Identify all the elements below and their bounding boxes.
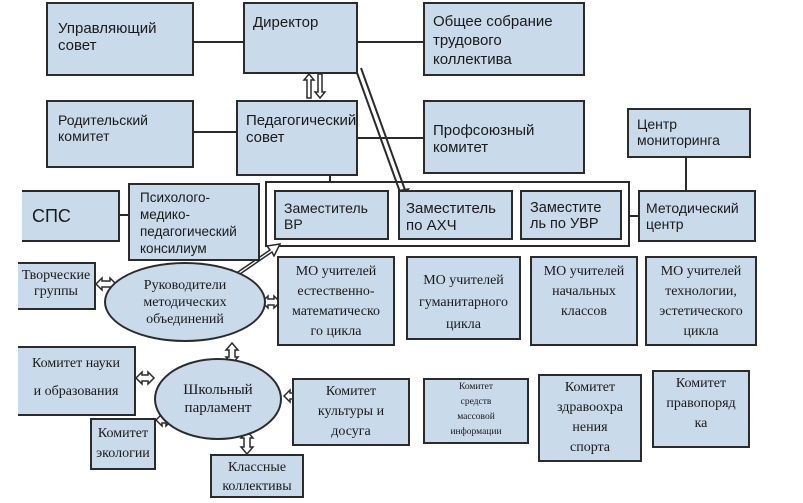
node-sps: СПС xyxy=(22,190,120,242)
node-komitet-smi-label: Комитет средств массовой информации xyxy=(450,382,502,437)
node-klassnye-kollektivy-label: Классные коллективы xyxy=(222,460,292,494)
node-komitet-pravoporyadka: Комитет правопоряд ка xyxy=(652,370,750,448)
node-metodicheskiy-centr: Методический центр xyxy=(638,190,756,242)
node-klassnye-kollektivy: Классные коллективы xyxy=(210,454,304,498)
node-mo-tehnologii: МО учителей технологии, эстетического ци… xyxy=(645,256,757,346)
node-direktor-label: Директор xyxy=(253,14,319,31)
node-shkolnyy-parlament-label: Школьный парламент xyxy=(183,382,253,416)
node-sps-label: СПС xyxy=(32,206,71,226)
node-tvorcheskie-gruppy-label: Творческие группы xyxy=(21,268,91,299)
node-mo-gumanitarnogo-label: МО учителей гуманитарного цикла xyxy=(419,273,508,332)
node-mo-estestvenno-label: МО учителей естественно- математическо г… xyxy=(291,264,381,339)
node-shkolnyy-parlament: Школьный парламент xyxy=(154,358,282,440)
node-mo-nachalnyh-label: МО учителей начальных классов xyxy=(543,264,625,319)
node-roditelskiy-komitet-label: Родительский комитет xyxy=(58,112,148,144)
node-pedagogicheskiy-sovet: Педагогический совет xyxy=(236,100,358,176)
node-komitet-pravoporyadka-label: Комитет правопоряд ка xyxy=(666,376,736,431)
node-zam-ahch: Заместитель по АХЧ xyxy=(398,190,513,240)
node-zam-vr: Заместитель ВР xyxy=(274,190,389,240)
node-rukovoditeli-mo: Руководители методических объединений xyxy=(104,262,266,342)
node-upravlyayushchiy-sovet: Управляющий совет xyxy=(46,2,194,76)
double-arrow-nauka-parlament xyxy=(134,370,156,386)
node-metodicheskiy-centr-label: Методический центр xyxy=(646,200,739,232)
node-komitet-smi: Комитет средств массовой информации xyxy=(423,378,529,444)
node-mo-gumanitarnogo: МО учителей гуманитарного цикла xyxy=(406,256,521,340)
node-zam-uvr: Заместите ль по УВР xyxy=(520,190,622,240)
node-direktor: Директор xyxy=(243,2,358,74)
node-zam-ahch-label: Заместитель по АХЧ xyxy=(406,200,496,234)
node-mo-estestvenno: МО учителей естественно- математическо г… xyxy=(277,256,395,346)
node-pmp-konsilium-label: Психолого- медико- педагогический консил… xyxy=(140,190,237,256)
node-pmp-konsilium: Психолого- медико- педагогический консил… xyxy=(128,183,260,261)
node-upravlyayushchiy-sovet-label: Управляющий совет xyxy=(58,20,157,54)
node-pedagogicheskiy-sovet-label: Педагогический совет xyxy=(246,112,357,146)
node-obshchee-sobranie: Общее собрание трудового коллектива xyxy=(423,2,585,76)
node-obshchee-sobranie-label: Общее собрание трудового коллектива xyxy=(433,13,553,68)
deputies-frame xyxy=(265,181,630,247)
node-mo-nachalnyh: МО учителей начальных классов xyxy=(530,256,638,346)
arrow-direktor-zam-ahch xyxy=(355,69,401,193)
node-komitet-nauki: Комитет науки и образования xyxy=(18,346,136,416)
node-centr-monitoringa-label: Центр мониторинга xyxy=(637,116,720,148)
node-centr-monitoringa: Центр мониторинга xyxy=(627,108,751,158)
node-komitet-zdravoohraneniya: Комитет здравоохра нения спорта xyxy=(538,374,642,462)
node-komitet-ekologii: Комитет экологии xyxy=(90,418,156,470)
node-rukovoditeli-mo-label: Руководители методических объединений xyxy=(143,277,227,327)
node-komitet-kultury: Комитет культуры и досуга xyxy=(292,378,410,446)
node-profsoyuzniy-komitet-label: Профсоюзный комитет xyxy=(433,122,535,156)
node-komitet-ekologii-label: Комитет экологии xyxy=(96,426,150,461)
node-komitet-kultury-label: Комитет культуры и досуга xyxy=(317,384,385,439)
node-roditelskiy-komitet: Родительский комитет xyxy=(46,100,194,168)
double-arrow-direktor-pedsovet xyxy=(302,72,327,100)
node-mo-tehnologii-label: МО учителей технологии, эстетического ци… xyxy=(659,264,743,339)
node-zam-vr-label: Заместитель ВР xyxy=(284,200,368,232)
node-komitet-nauki-label: Комитет науки и образования xyxy=(32,356,120,399)
node-profsoyuzniy-komitet: Профсоюзный комитет xyxy=(423,100,585,174)
node-komitet-zdravoohraneniya-label: Комитет здравоохра нения спорта xyxy=(557,380,623,455)
node-zam-uvr-label: Заместите ль по УВР xyxy=(530,200,602,232)
node-tvorcheskie-gruppy: Творческие группы xyxy=(18,262,96,310)
